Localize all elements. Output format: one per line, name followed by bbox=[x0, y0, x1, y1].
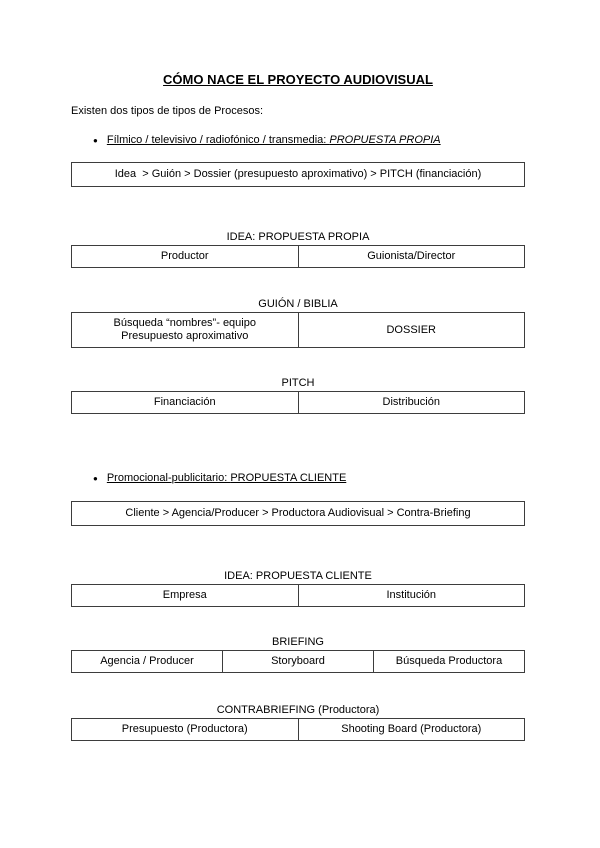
section-heading: IDEA: PROPUESTA CLIENTE bbox=[224, 570, 372, 582]
table-cell: Búsqueda Productora bbox=[373, 650, 525, 673]
table-cell: Presupuesto (Productora) bbox=[71, 718, 299, 741]
section-idea-propuesta-cliente: IDEA: PROPUESTA CLIENTE Empresa Instituc… bbox=[71, 570, 525, 607]
table-row: Presupuesto (Productora) Shooting Board … bbox=[71, 718, 525, 741]
table-row: Agencia / Producer Storyboard Búsqueda P… bbox=[71, 650, 525, 673]
table-row: Financiación Distribución bbox=[71, 391, 525, 414]
table-row: Búsqueda “nombres”- equipo Presupuesto a… bbox=[71, 312, 525, 348]
section-contrabriefing: CONTRABRIEFING (Productora) Presupuesto … bbox=[71, 704, 525, 741]
bullet-label: Fílmico / televisivo / radiofónico / tra… bbox=[106, 134, 330, 146]
flow-text: Idea > Guión > Dossier (presupuesto apro… bbox=[114, 168, 482, 180]
table-row: Productor Guionista/Director bbox=[71, 245, 525, 268]
flow-box-propuesta-propia: Idea > Guión > Dossier (presupuesto apro… bbox=[71, 162, 525, 187]
flow-text: Cliente > Agencia/Producer > Productora … bbox=[125, 507, 471, 519]
bullet-text: Fílmico / televisivo / radiofónico / tra… bbox=[107, 134, 441, 147]
bullet-icon: ● bbox=[93, 136, 98, 145]
table-cell: Productor bbox=[71, 245, 299, 268]
table-cell: Shooting Board (Productora) bbox=[297, 718, 525, 741]
section-heading: BRIEFING bbox=[272, 636, 324, 648]
table-row: Empresa Institución bbox=[71, 584, 525, 607]
flow-box-propuesta-cliente: Cliente > Agencia/Producer > Productora … bbox=[71, 501, 525, 526]
page-title: CÓMO NACE EL PROYECTO AUDIOVISUAL bbox=[163, 72, 433, 87]
section-briefing: BRIEFING Agencia / Producer Storyboard B… bbox=[71, 636, 525, 673]
table-cell: Guionista/Director bbox=[297, 245, 525, 268]
section-guion-biblia: GUIÓN / BIBLIA Búsqueda “nombres”- equip… bbox=[71, 298, 525, 348]
bullet-text: Promocional-publicitario: PROPUESTA CLIE… bbox=[107, 472, 346, 485]
section-pitch: PITCH Financiación Distribución bbox=[71, 377, 525, 414]
bullet-label: Promocional-publicitario: bbox=[106, 472, 231, 484]
bullet-emphasis: PROPUESTA CLIENTE bbox=[230, 472, 347, 484]
section-table: Empresa Institución bbox=[71, 584, 525, 607]
bullet-item-propuesta-propia: ● Fílmico / televisivo / radiofónico / t… bbox=[71, 134, 525, 147]
table-cell: Búsqueda “nombres”- equipo Presupuesto a… bbox=[71, 312, 299, 348]
table-cell: DOSSIER bbox=[297, 312, 525, 348]
section-table: Agencia / Producer Storyboard Búsqueda P… bbox=[71, 650, 525, 673]
section-idea-propuesta-propia: IDEA: PROPUESTA PROPIA Productor Guionis… bbox=[71, 231, 525, 268]
table-cell: Financiación bbox=[71, 391, 299, 414]
bullet-emphasis: PROPUESTA PROPIA bbox=[329, 134, 441, 146]
intro-text: Existen dos tipos de tipos de Procesos: bbox=[71, 105, 263, 117]
section-heading: IDEA: PROPUESTA PROPIA bbox=[226, 231, 370, 243]
section-table: Financiación Distribución bbox=[71, 391, 525, 414]
table-cell: Storyboard bbox=[222, 650, 374, 673]
section-heading: PITCH bbox=[281, 377, 315, 389]
table-cell: Institución bbox=[297, 584, 525, 607]
document-content: CÓMO NACE EL PROYECTO AUDIOVISUAL Existe… bbox=[71, 72, 525, 741]
section-table: Presupuesto (Productora) Shooting Board … bbox=[71, 718, 525, 741]
section-heading: GUIÓN / BIBLIA bbox=[258, 298, 338, 310]
table-cell: Empresa bbox=[71, 584, 299, 607]
bullet-icon: ● bbox=[93, 474, 98, 483]
table-cell: Agencia / Producer bbox=[71, 650, 223, 673]
bullet-item-propuesta-cliente: ● Promocional-publicitario: PROPUESTA CL… bbox=[71, 472, 525, 485]
section-table: Búsqueda “nombres”- equipo Presupuesto a… bbox=[71, 312, 525, 348]
table-cell: Distribución bbox=[297, 391, 525, 414]
section-heading: CONTRABRIEFING (Productora) bbox=[216, 704, 380, 716]
section-table: Productor Guionista/Director bbox=[71, 245, 525, 268]
